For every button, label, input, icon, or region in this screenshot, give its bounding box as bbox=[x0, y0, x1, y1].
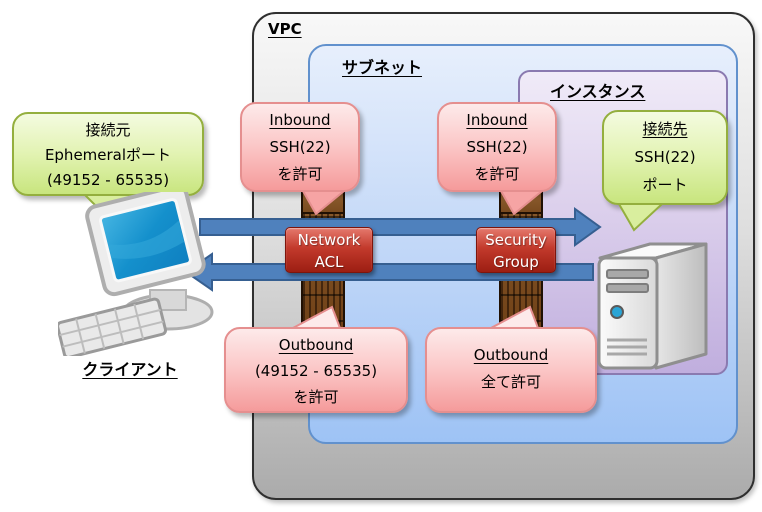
server-tower-icon bbox=[597, 242, 708, 370]
sg-outbound-title: Outbound bbox=[473, 346, 549, 364]
nacl-inbound-line2: SSH(22) bbox=[269, 138, 331, 156]
destination-line2: SSH(22) bbox=[634, 148, 696, 166]
subnet-label: サブネット bbox=[342, 58, 423, 77]
source-line3: (49152 - 65535) bbox=[46, 171, 170, 189]
sg-inbound-callout: Inbound SSH(22) を許可 bbox=[437, 102, 557, 192]
sg-outbound-callout: Outbound 全て許可 bbox=[425, 327, 597, 413]
destination-line3: ポート bbox=[642, 176, 688, 194]
security-group-line2: Group bbox=[493, 253, 539, 271]
destination-title: 接続先 bbox=[642, 120, 688, 138]
network-acl-line1: Network bbox=[297, 231, 361, 249]
sg-outbound-line2: 全て許可 bbox=[480, 373, 541, 391]
instance-label: インスタンス bbox=[550, 82, 646, 101]
nacl-outbound-title: Outbound bbox=[278, 336, 354, 354]
source-line2: Ephemeralポート bbox=[44, 146, 172, 164]
security-group-line1: Security bbox=[485, 231, 547, 249]
network-acl-line2: ACL bbox=[314, 253, 344, 271]
sg-inbound-title: Inbound bbox=[466, 111, 528, 129]
source-port-callout: 接続元 Ephemeralポート (49152 - 65535) bbox=[12, 112, 204, 196]
destination-port-callout: 接続先 SSH(22) ポート bbox=[602, 110, 728, 205]
client-label: クライアント bbox=[82, 360, 178, 379]
nacl-outbound-line3: を許可 bbox=[293, 388, 339, 406]
nacl-inbound-callout: Inbound SSH(22) を許可 bbox=[240, 102, 360, 192]
nacl-inbound-title: Inbound bbox=[269, 111, 331, 129]
destination-callout-tail-icon bbox=[617, 203, 665, 232]
sg-inbound-line3: を許可 bbox=[474, 165, 520, 183]
security-group-plate: Security Group bbox=[476, 227, 556, 273]
network-acl-plate: Network ACL bbox=[285, 227, 373, 273]
nacl-outbound-callout: Outbound (49152 - 65535) を許可 bbox=[224, 327, 408, 413]
sg-inbound-line2: SSH(22) bbox=[466, 138, 528, 156]
nacl-outbound-line2: (49152 - 65535) bbox=[254, 362, 378, 380]
client-computer-icon bbox=[58, 192, 214, 356]
sg-inbound-tail-icon bbox=[499, 190, 545, 216]
nacl-inbound-line3: を許可 bbox=[277, 165, 323, 183]
source-line1: 接続元 bbox=[85, 121, 131, 139]
nacl-inbound-tail-icon bbox=[301, 190, 347, 216]
vpc-label: VPC bbox=[268, 20, 302, 38]
